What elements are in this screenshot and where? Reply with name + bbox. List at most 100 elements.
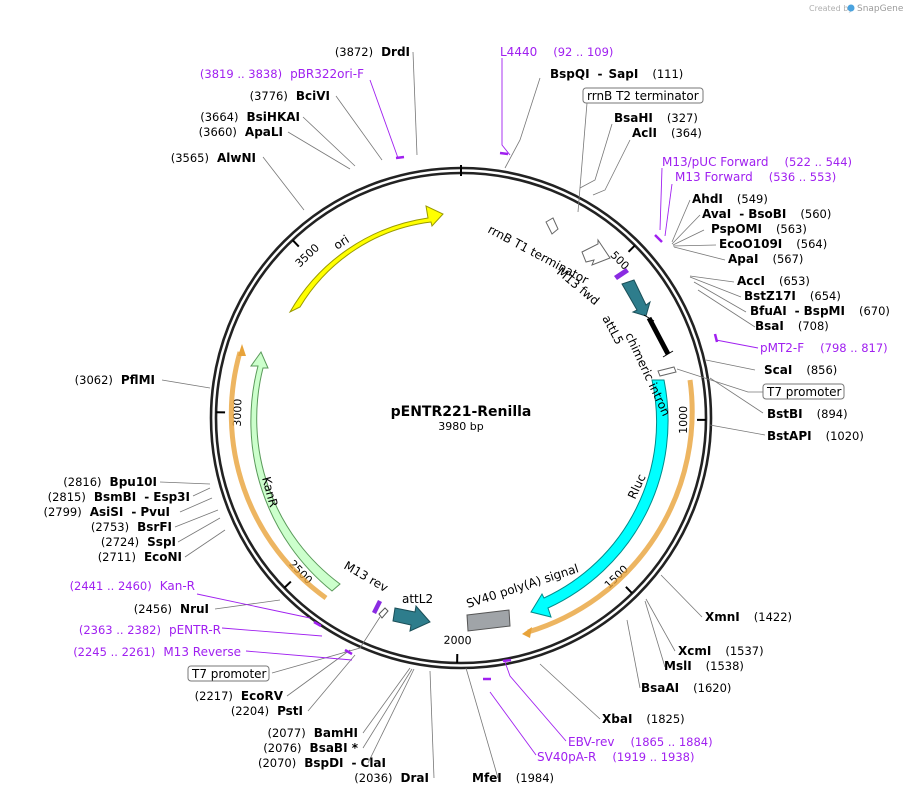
site-ahdi[interactable]: AhdI(549) xyxy=(692,192,768,206)
bp-tick-label-2000: 2000 xyxy=(443,634,471,647)
feature-m13-rev-label: M13 rev xyxy=(342,558,391,594)
feature-chimeric-intron[interactable] xyxy=(646,316,671,356)
bp-tick-label-500: 500 xyxy=(608,249,632,273)
site-bpu10i[interactable]: (2816)Bpu10I xyxy=(63,475,157,489)
primer-m13-reverse[interactable]: (2245 .. 2261)M13 Reverse xyxy=(73,645,241,659)
site-apali[interactable]: (3660)ApaLI xyxy=(199,125,283,139)
chimeric-intron-start-tick xyxy=(643,314,655,322)
feature-attl5[interactable] xyxy=(621,279,651,317)
site-apai[interactable]: ApaI(567) xyxy=(728,252,803,266)
t7-promoter-right-label[interactable]: T7 promoter xyxy=(766,385,842,399)
site-asisi[interactable]: (2799)AsiSI-PvuI xyxy=(43,505,170,519)
site-ecoo109i[interactable]: EcoO109I(564) xyxy=(719,237,827,251)
site-alwni[interactable]: (3565)AlwNI xyxy=(171,151,256,165)
t7-promoter-right-box xyxy=(762,383,845,400)
chimeric-intron-end-tick xyxy=(662,350,674,358)
site-econi[interactable]: (2711)EcoNI xyxy=(98,550,182,564)
feature-rrnb-t1-terminator[interactable] xyxy=(581,238,611,266)
plasmid-name: pENTR221-Renilla xyxy=(391,404,532,420)
site-pspomi[interactable]: PspOMI(563) xyxy=(711,222,807,236)
site-avai[interactable]: AvaI-BsoBI(560) xyxy=(702,207,831,221)
rrnb-t2-box xyxy=(582,87,704,104)
site-xbai[interactable]: XbaI(1825) xyxy=(602,712,685,726)
feature-m13-rev[interactable] xyxy=(372,600,382,614)
feature-attl2-label: attL2 xyxy=(402,592,433,606)
site-bsabi[interactable]: (2076)BsaBI * xyxy=(263,741,358,755)
boxed-labels: rrnB T2 terminator T7 promoter T7 promot… xyxy=(187,87,845,682)
primer-kan-r[interactable]: (2441 .. 2460)Kan-R xyxy=(70,579,195,593)
bp-tick-label-1000: 1000 xyxy=(677,406,690,434)
rluc-orf-arrow-icon xyxy=(522,627,532,638)
feature-rrnb-t1-label: rrnB T1 terminator xyxy=(486,222,591,287)
feature-rluc[interactable] xyxy=(530,379,669,618)
site-bsai[interactable]: BsaI(708) xyxy=(755,319,829,333)
bp-tick-1500 xyxy=(625,586,633,594)
feature-m13-fwd[interactable] xyxy=(614,268,629,280)
plasmid-length: 3980 bp xyxy=(438,420,483,433)
t7-promoter-left-marker xyxy=(378,607,389,619)
sites-left: (3872)DrdI (3776)BciVI (3664)BsiHKAI (36… xyxy=(43,45,429,785)
primer-sv40pa-r[interactable]: SV40pA-R(1919 .. 1938) xyxy=(537,750,694,764)
feature-ori[interactable] xyxy=(288,205,444,314)
site-drdi[interactable]: (3872)DrdI xyxy=(335,45,410,59)
credit-text: Created by xyxy=(809,4,853,13)
feature-sv40-polya[interactable] xyxy=(466,609,511,632)
feature-kanr[interactable] xyxy=(250,350,341,592)
site-pflmi[interactable]: (3062)PflMI xyxy=(75,373,155,387)
site-xmni[interactable]: XmnI(1422) xyxy=(705,610,792,624)
site-sspi[interactable]: (2724)SspI xyxy=(101,535,176,549)
site-mfei[interactable]: MfeI(1984) xyxy=(472,771,554,785)
t7-promoter-right-marker xyxy=(657,366,677,377)
site-bcivi[interactable]: (3776)BciVI xyxy=(250,89,330,103)
feature-kanr-orf xyxy=(228,351,328,601)
site-bspdi[interactable]: (2070)BspDI-ClaI xyxy=(258,756,386,770)
site-nrui[interactable]: (2456)NruI xyxy=(134,602,209,616)
primer-m13-puc-forward[interactable]: M13/pUC Forward(522 .. 544) xyxy=(662,155,852,169)
sites-right: BspQI-SapI(111) BsaHI(327) AclI(364) Ahd… xyxy=(472,67,890,785)
rrnb-t2-label[interactable]: rrnB T2 terminator xyxy=(587,89,699,103)
primer-l4440[interactable]: L4440(92 .. 109) xyxy=(500,45,613,59)
snapgene-logo-icon xyxy=(847,4,855,12)
site-bsihkai[interactable]: (3664)BsiHKAI xyxy=(200,110,300,124)
site-acci[interactable]: AccI(653) xyxy=(737,274,810,288)
rrnb-t2-marker xyxy=(545,217,559,235)
feature-attl2[interactable] xyxy=(392,604,431,632)
primer-leader-lines xyxy=(196,58,759,756)
site-bstz17i[interactable]: BstZ17I(654) xyxy=(744,289,841,303)
kanr-orf-arrow-icon xyxy=(238,344,246,356)
site-xcmi[interactable]: XcmI(1537) xyxy=(678,644,764,658)
feature-rluc-orf xyxy=(527,379,695,635)
primer-labels: L4440(92 .. 109) (3819 .. 3838)pBR322ori… xyxy=(70,45,888,764)
site-msli[interactable]: MslI(1538) xyxy=(664,659,744,673)
primer-pentr-r[interactable]: (2363 .. 2382)pENTR-R xyxy=(79,623,221,637)
leader-lines xyxy=(159,51,766,779)
bp-tick-3500 xyxy=(291,239,300,248)
site-scai[interactable]: ScaI(856) xyxy=(764,363,837,377)
primer-pmt2-f[interactable]: pMT2-F(798 .. 817) xyxy=(760,341,888,355)
site-bspqi[interactable]: BspQI-SapI(111) xyxy=(550,67,683,81)
primer-pbr322ori-f[interactable]: (3819 .. 3838)pBR322ori-F xyxy=(200,67,364,81)
primer-m13-forward[interactable]: M13 Forward(536 .. 553) xyxy=(675,170,836,184)
site-psti[interactable]: (2204)PstI xyxy=(231,704,303,718)
site-drai[interactable]: (2036)DraI xyxy=(354,771,429,785)
feature-sv40-polya-label: SV40 poly(A) signal xyxy=(465,561,581,611)
t7-promoter-left-box xyxy=(187,665,270,682)
feature-attl5-label: attL5 xyxy=(599,313,626,347)
site-bstbi[interactable]: BstBI(894) xyxy=(767,407,848,421)
credit-brand: SnapGene xyxy=(857,4,904,14)
site-bstapi[interactable]: BstAPI(1020) xyxy=(767,429,864,443)
site-bamhi[interactable]: (2077)BamHI xyxy=(267,726,358,740)
bp-tick-500 xyxy=(627,244,636,253)
site-ecorv[interactable]: (2217)EcoRV xyxy=(195,689,284,703)
site-bsahi[interactable]: BsaHI(327) xyxy=(614,111,698,125)
site-bsaai[interactable]: BsaAI(1620) xyxy=(641,681,731,695)
t7-promoter-left-label[interactable]: T7 promoter xyxy=(191,667,267,681)
site-bsrfi[interactable]: (2753)BsrFI xyxy=(91,520,172,534)
bp-tick-2500 xyxy=(283,580,292,589)
primer-ebv-rev[interactable]: EBV-rev(1865 .. 1884) xyxy=(568,735,713,749)
site-bsmbi[interactable]: (2815)BsmBI-Esp3I xyxy=(48,490,190,504)
site-bfuai[interactable]: BfuAI-BspMI(670) xyxy=(750,304,890,318)
primer-bars xyxy=(313,151,719,681)
site-acli[interactable]: AclI(364) xyxy=(632,126,702,140)
